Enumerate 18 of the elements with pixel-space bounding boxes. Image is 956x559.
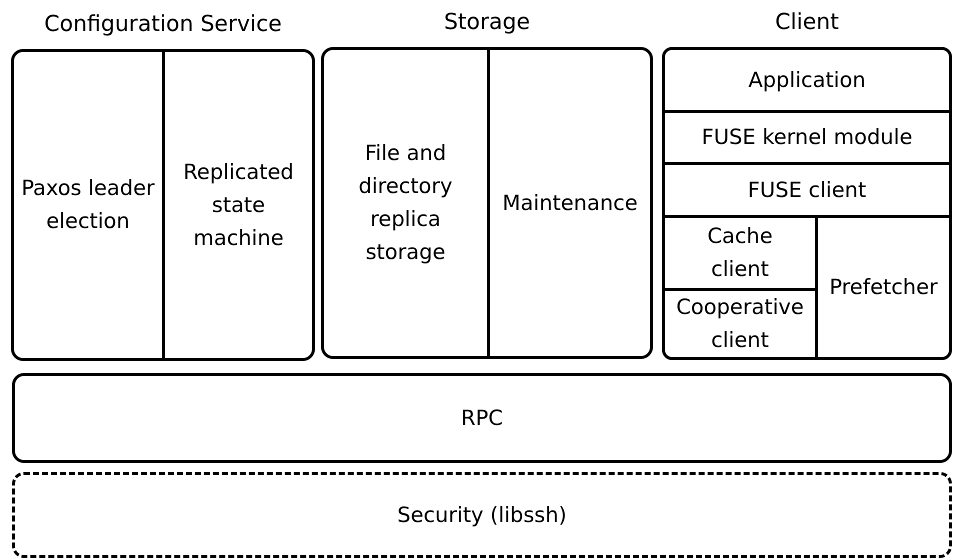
group-heading: Storage [442, 9, 532, 37]
component-label: FUSE client [748, 176, 866, 204]
component-label: Cooperative client [675, 294, 805, 354]
layer-bar [12, 472, 952, 558]
component-label: Application [748, 66, 866, 94]
component-label: FUSE kernel module [702, 124, 912, 151]
component-label: Paxos leader election [20, 175, 156, 235]
component-label: Cache client [706, 223, 774, 283]
component-label: Prefetcher [829, 274, 938, 301]
component-label: Replicated state machine [182, 158, 295, 252]
component-label: Maintenance [502, 190, 638, 216]
layer-bar [12, 373, 952, 463]
group-heading: Configuration Service [43, 11, 283, 39]
component-label: Security (libssh) [397, 502, 567, 528]
component-cell [665, 218, 818, 291]
group-heading: Client [774, 9, 840, 37]
component-label: RPC [461, 404, 503, 432]
component-label: File and directory replica storage [358, 140, 454, 266]
